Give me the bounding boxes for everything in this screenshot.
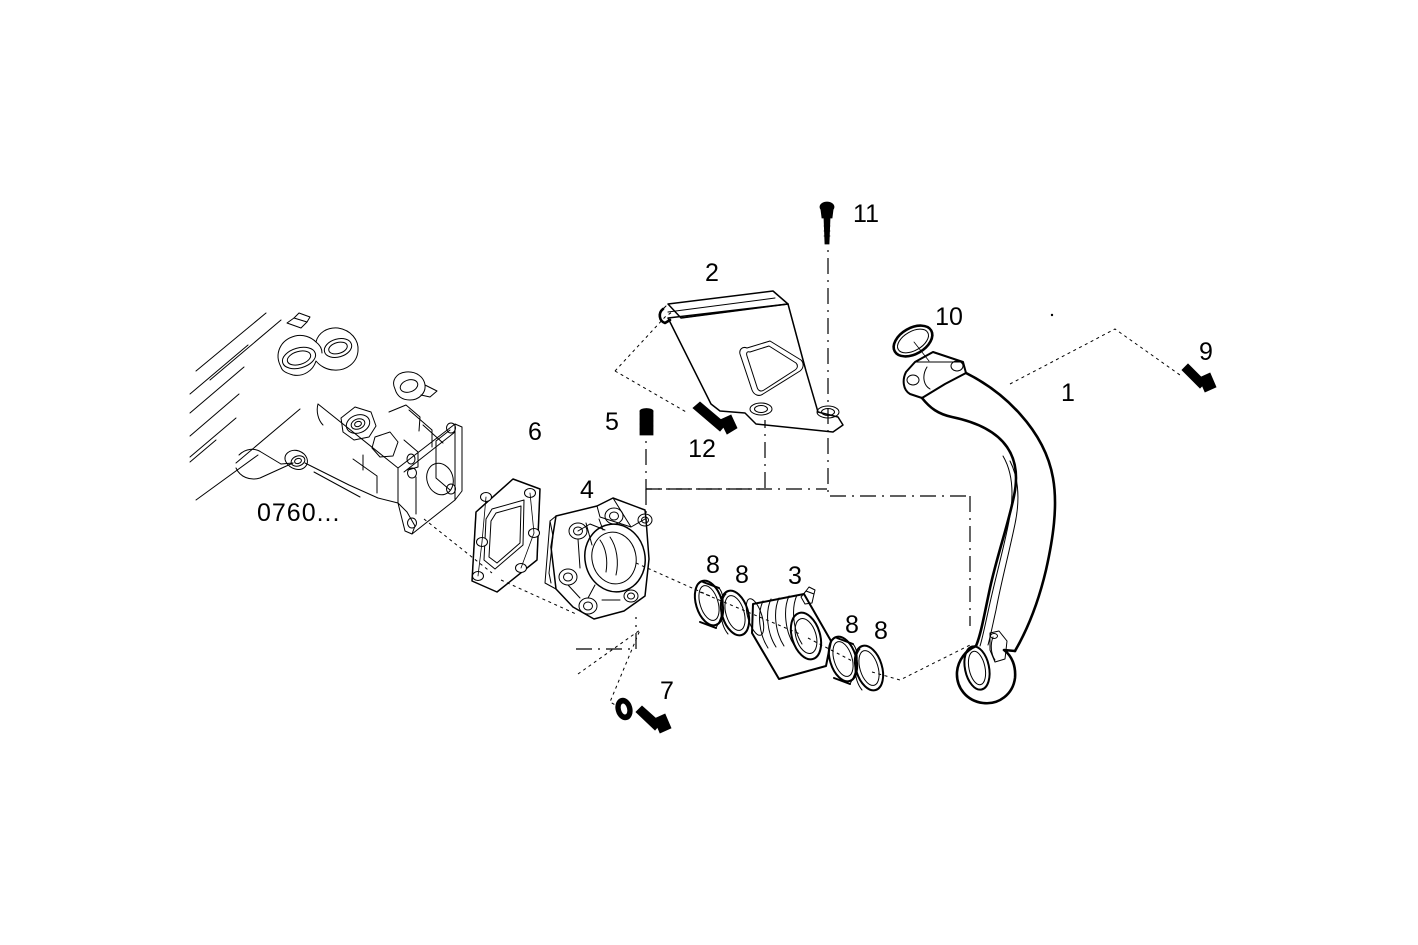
callout-7: 7 [660, 677, 674, 705]
callout-11: 11 [853, 200, 879, 228]
engine-block-twin-boss [277, 327, 359, 376]
engine-block-ribs [189, 312, 301, 501]
leader-gasket-to-housing [500, 579, 577, 615]
housing-bolt-bosses [558, 507, 653, 615]
callout-8-c: 8 [845, 611, 859, 639]
part-washer-and-bolt [615, 697, 672, 734]
leader-clamp-to-hose [699, 591, 801, 635]
leader-bracket-to-screw [614, 370, 689, 414]
part-threaded-stud [639, 408, 654, 436]
leader-to-washer7 [577, 628, 642, 708]
callout-10: 10 [935, 303, 963, 331]
leader-pipe-to-bolt9 [1009, 328, 1181, 385]
callout-9: 9 [1199, 338, 1213, 366]
part-hose-clamp-right-pair [827, 635, 885, 692]
leader-clamp-to-pipe [871, 644, 971, 681]
callout-1: 1 [1061, 379, 1075, 407]
callout-5: 5 [605, 408, 619, 436]
leader-lines [423, 311, 1181, 708]
callout-4: 4 [580, 476, 594, 504]
engine-block-tab-top [293, 312, 311, 323]
hose-clamp [853, 644, 885, 692]
leader-bracket-upper [614, 311, 673, 372]
part-mounting-bracket [658, 290, 844, 433]
part-intake-pipe [902, 351, 1057, 705]
hose-clamp [693, 579, 725, 629]
part-rubber-hose-sleeve [745, 586, 832, 680]
part-bracket-screw [692, 401, 738, 435]
callout-numbers: 1 2 3 4 5 6 7 8 8 8 8 9 10 11 12 [528, 200, 1213, 705]
engine-block-small-boss [393, 371, 438, 401]
part-flange-gasket [471, 478, 541, 593]
callout-12: 12 [688, 435, 716, 463]
axis-stud5 [645, 419, 827, 490]
axis-housing-bolt [576, 617, 637, 650]
engine-block-assembly [189, 312, 463, 535]
engine-block-body [235, 403, 463, 535]
part-flange-bolt [1181, 363, 1217, 393]
stray-dot [1050, 313, 1054, 317]
axis-bolt11 [827, 228, 970, 497]
callout-3: 3 [788, 562, 802, 590]
callout-6: 6 [528, 418, 542, 446]
part-hose-clamp-left-pair [693, 579, 751, 637]
assembly-axis-lines [576, 228, 971, 650]
callout-8-a: 8 [706, 551, 720, 579]
part-throttle-body-housing [544, 497, 653, 620]
hose-clamp [719, 589, 751, 637]
callout-8-d: 8 [874, 617, 888, 645]
part-bracket-bolt [819, 201, 835, 245]
callout-2: 2 [705, 259, 719, 287]
engine-block-tab [286, 317, 308, 329]
callout-8-b: 8 [735, 561, 749, 589]
leader-block-to-gasket [423, 518, 493, 574]
part-pipe-flange-seal [892, 324, 934, 358]
axis-bracket-link [646, 420, 766, 490]
reference-code-label: 0760... [257, 499, 340, 527]
